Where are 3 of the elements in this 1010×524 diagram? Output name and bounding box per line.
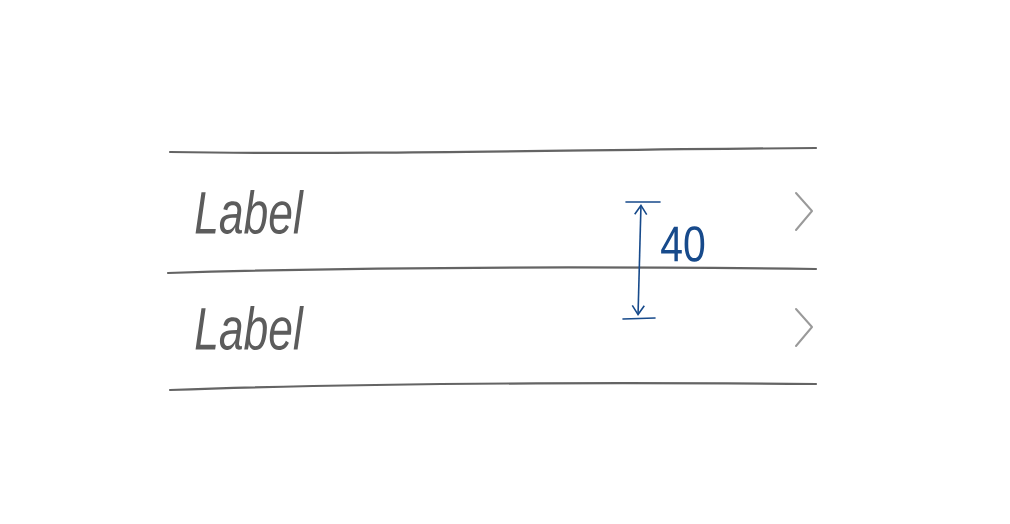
row-label: Label (195, 305, 304, 350)
row-label: Label (195, 189, 304, 234)
dimension-label: 40 (661, 226, 705, 262)
